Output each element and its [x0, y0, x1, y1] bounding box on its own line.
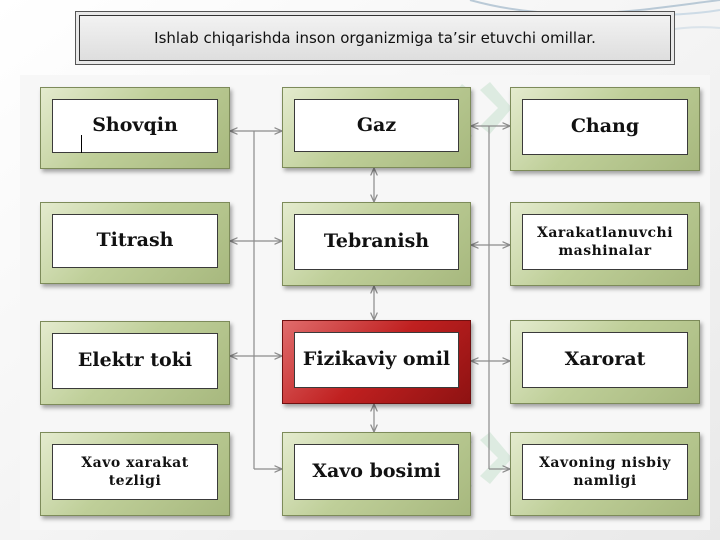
text-cursor: [81, 135, 82, 153]
node-label: Tebranish: [323, 230, 430, 253]
node-titrash: Titrash: [40, 202, 230, 284]
node-label: Xavo bosimi: [312, 460, 441, 483]
node-label: Xarorat: [564, 348, 646, 371]
node-xarorat: Xarorat: [510, 320, 700, 404]
node-xavo-bosimi: Xavo bosimi: [282, 432, 471, 516]
node-xarakatlanuvchi-mashinalar: Xarakatlanuvchi mashinalar: [510, 202, 700, 286]
node-label: Xarakatlanuvchi mashinalar: [536, 224, 674, 259]
node-label: Gaz: [356, 113, 397, 136]
node-elektr-toki: Elektr toki: [40, 321, 230, 405]
node-tebranish: Tebranish: [282, 202, 471, 286]
node-label: Fizikaviy omil: [302, 348, 451, 371]
slide-title-box: Ishlab chiqarishda inson organizmiga ta’…: [79, 15, 671, 61]
node-xavoning-nisbiy-namligi: Xavoning nisbiy namligi: [510, 432, 700, 516]
node-gaz: Gaz: [282, 87, 471, 168]
slide-title: Ishlab chiqarishda inson organizmiga ta’…: [154, 29, 596, 47]
node-chang: Chang: [510, 87, 700, 171]
node-label: Xavo xarakat tezligi: [81, 454, 189, 489]
node-xavo-xarakat-tezligi: Xavo xarakat tezligi: [40, 432, 230, 516]
node-label: Elektr toki: [77, 349, 193, 372]
node-label: Xavoning nisbiy namligi: [539, 454, 671, 489]
node-label: Chang: [570, 115, 640, 138]
node-label: Shovqin: [92, 114, 178, 137]
node-fizikaviy-omil: Fizikaviy omil: [282, 320, 471, 404]
node-label: Titrash: [96, 229, 174, 252]
node-shovqin: Shovqin: [40, 87, 230, 169]
